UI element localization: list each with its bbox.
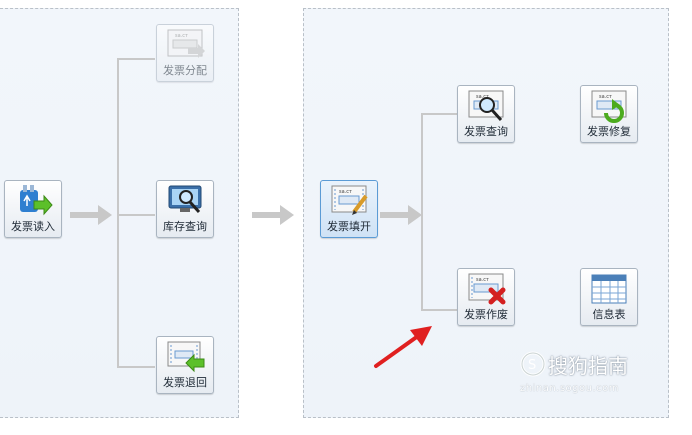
stock-query-label: 库存查询: [163, 220, 207, 233]
sogou-logo-icon: S: [520, 351, 546, 377]
invoice-fill-icon: ѕа.ст: [331, 185, 368, 215]
stock-query-button[interactable]: 库存查询: [156, 180, 214, 238]
connector-branch: [421, 309, 457, 311]
invoice-fill-button[interactable]: ѕа.ст 发票填开: [320, 180, 378, 238]
invoice-query-button[interactable]: ѕа.ст 发票查询: [457, 85, 515, 143]
invoice-read-in-button[interactable]: 发票读入: [4, 180, 62, 238]
invoice-allocate-label: 发票分配: [163, 64, 207, 77]
invoice-return-label: 发票退回: [163, 376, 207, 389]
table-grid-icon: [591, 274, 627, 304]
connector-branch: [421, 113, 457, 115]
invoice-void-button[interactable]: ѕа.ст 发票作废: [457, 268, 515, 326]
watermark-brand: 搜狗指南: [548, 354, 628, 378]
invoice-search-icon: ѕа.ст: [468, 90, 504, 122]
connector-vertical: [117, 58, 119, 366]
invoice-repair-icon: ѕа.ст: [591, 90, 627, 123]
watermark-url: zhinan.sogou.com: [520, 383, 620, 394]
watermark: S 搜狗指南: [520, 350, 670, 378]
invoice-return-icon: [167, 341, 205, 373]
connector-branch: [117, 366, 155, 368]
connector-branch: [117, 214, 155, 216]
svg-text:ѕа.ст: ѕа.ст: [599, 94, 612, 100]
svg-text:ѕа.ст: ѕа.ст: [476, 277, 489, 283]
svg-text:ѕа.ст: ѕа.ст: [339, 189, 352, 195]
invoice-void-label: 发票作废: [464, 308, 508, 321]
invoice-query-label: 发票查询: [464, 125, 508, 138]
info-table-button[interactable]: 信息表: [580, 268, 638, 326]
red-annotation-arrow-icon: [374, 326, 432, 368]
invoice-fill-label: 发票填开: [327, 220, 371, 233]
svg-text:ѕа.ст: ѕа.ст: [476, 94, 489, 100]
monitor-search-icon: [168, 185, 202, 214]
svg-text:S: S: [528, 358, 536, 373]
svg-text:ѕа.ст: ѕа.ст: [175, 33, 188, 39]
invoice-read-in-label: 发票读入: [11, 220, 55, 233]
invoice-repair-button[interactable]: ѕа.ст 发票修复: [580, 85, 638, 143]
invoice-void-icon: ѕа.ст: [468, 273, 506, 305]
usb-import-icon: [20, 185, 53, 216]
invoice-allocate-icon: ѕа.ст: [167, 29, 205, 58]
invoice-return-button[interactable]: 发票退回: [156, 336, 214, 394]
connector-vertical: [421, 113, 423, 311]
info-table-label: 信息表: [592, 308, 626, 321]
connector-branch: [117, 58, 155, 60]
invoice-allocate-button[interactable]: ѕа.ст 发票分配: [156, 24, 214, 82]
invoice-repair-label: 发票修复: [587, 125, 631, 138]
